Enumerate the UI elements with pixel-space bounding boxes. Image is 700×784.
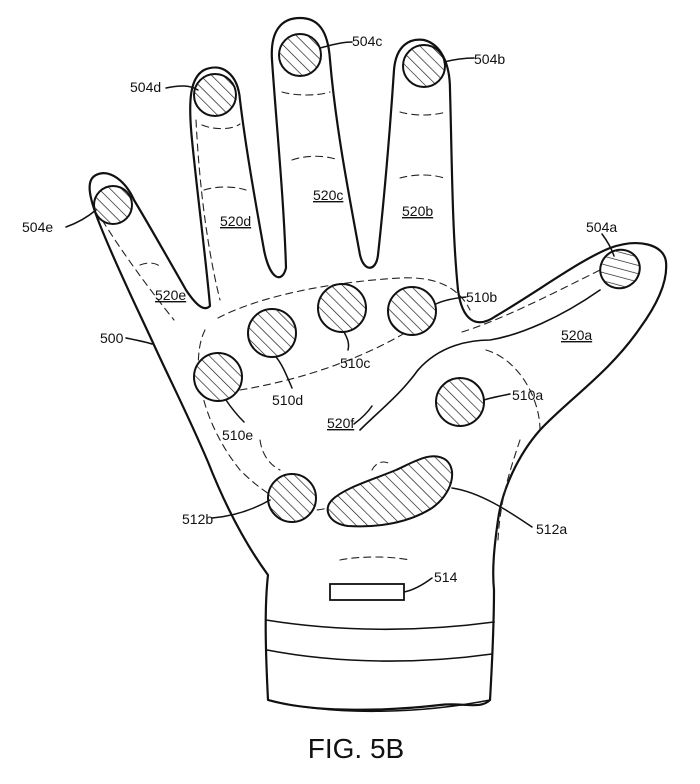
finger-b-dash-2 <box>399 111 447 116</box>
palm-pad-510d <box>247 308 297 358</box>
leader-510c <box>343 331 350 351</box>
heel-pad-512a <box>326 455 454 528</box>
heel-pad-512b <box>267 473 317 523</box>
label-504c: 504c <box>352 33 382 49</box>
leader-510e <box>225 399 245 423</box>
leader-504a <box>601 233 615 257</box>
palm-crease-upper <box>217 277 471 319</box>
label-512a: 512a <box>536 521 567 537</box>
palm-crease-lower <box>239 329 411 391</box>
thumb-inner <box>485 349 541 431</box>
finger-b-dash-1 <box>399 174 445 179</box>
thumb-crease <box>461 269 601 333</box>
label-510a: 510a <box>512 387 543 403</box>
finger-d-dash-1 <box>203 186 247 191</box>
leader-504e <box>65 209 97 228</box>
leader-512b <box>211 499 271 519</box>
glove-outline <box>88 16 668 711</box>
leader-504d <box>165 85 199 91</box>
cuff-bottom-line <box>266 649 493 662</box>
fingertip-pad-504e <box>93 185 133 225</box>
zone-f-lower <box>359 369 419 431</box>
finger-c-dash-2 <box>281 91 331 96</box>
fingertip-pad-504c <box>278 33 322 77</box>
finger-e-side <box>95 209 175 321</box>
fingertip-pad-504a <box>599 248 641 290</box>
palm-pad-510e <box>193 352 243 402</box>
label-520f: 520f <box>327 415 354 431</box>
leader-520f <box>353 405 373 425</box>
label-520b: 520b <box>402 203 433 219</box>
wrist-sensor-514 <box>329 583 405 601</box>
label-520a: 520a <box>561 327 592 343</box>
thumb-side <box>497 439 521 541</box>
fingertip-pad-504b <box>402 44 446 88</box>
label-504d: 504d <box>130 79 161 95</box>
label-510d: 510d <box>272 392 303 408</box>
finger-e-dash <box>139 262 163 269</box>
cuff-top-line <box>265 619 495 631</box>
leader-504c <box>319 41 353 49</box>
palm-pad-510a <box>435 377 485 427</box>
leader-510b <box>435 296 467 305</box>
label-520d: 520d <box>220 213 251 229</box>
figure-caption: FIG. 5B <box>308 733 404 764</box>
cuff-end-line <box>268 699 491 713</box>
label-510e: 510e <box>222 427 253 443</box>
label-514: 514 <box>434 569 458 585</box>
finger-d-dash-2 <box>201 123 241 130</box>
label-520c: 520c <box>313 187 343 203</box>
leader-510d <box>275 356 293 389</box>
leader-514 <box>403 577 433 593</box>
label-504a: 504a <box>586 219 617 235</box>
heel-a-dash <box>371 461 391 471</box>
wrist-dash <box>339 556 411 561</box>
label-504b: 504b <box>474 51 505 67</box>
fingertip-pad-504d <box>193 73 237 117</box>
label-500: 500 <box>100 330 124 346</box>
palm-pad-510c <box>317 283 367 333</box>
label-512b: 512b <box>182 511 213 527</box>
palm-dashed-outline <box>197 329 341 511</box>
label-504e: 504e <box>22 219 53 235</box>
finger-c-dash-1 <box>291 155 339 161</box>
leader-510a <box>483 393 511 401</box>
label-510c: 510c <box>340 355 370 371</box>
finger-d-side <box>195 119 221 301</box>
label-520e: 520e <box>155 287 186 303</box>
heel-dash <box>259 439 281 471</box>
label-510b: 510b <box>466 289 497 305</box>
palm-pad-510b <box>387 286 437 336</box>
leader-512a <box>451 487 533 528</box>
leader-504b <box>443 57 475 63</box>
leader-500 <box>125 337 153 345</box>
zone-f-boundary <box>417 289 601 371</box>
